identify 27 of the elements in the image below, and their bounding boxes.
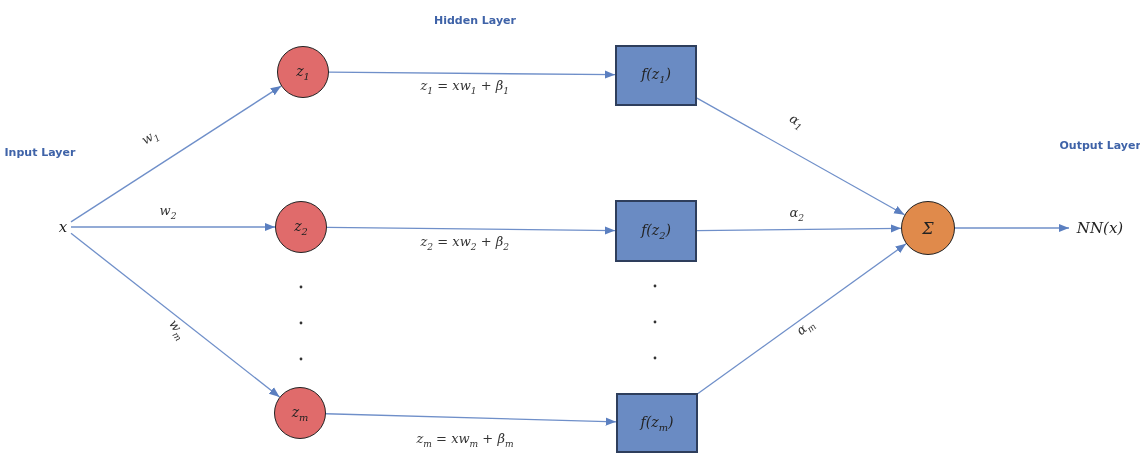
arrow: [70, 222, 276, 232]
arrow: [954, 223, 1070, 233]
layer-title: Output Layer: [1059, 138, 1140, 152]
layer-title: Hidden Layer: [434, 13, 516, 27]
edge-label: w$_{2}$: [158, 203, 178, 221]
neuron-circle: Σ: [901, 201, 955, 255]
activation-box: f(z$_{2}$): [615, 200, 697, 262]
arrow: [325, 413, 617, 426]
math-label: NN(x): [1069, 217, 1131, 239]
arrow: [696, 224, 902, 233]
edge-label: z$_{1}$ = xw$_{1}$ + β$_{1}$: [419, 78, 511, 96]
edge-label: z$_{2}$ = xw$_{2}$ + β$_{2}$: [419, 234, 511, 252]
arrow: [326, 226, 616, 235]
neuron-circle: z$_{2}$: [275, 201, 327, 253]
arrow: [328, 70, 616, 79]
arrow: [70, 85, 282, 223]
activation-box: f(z$_{m}$): [616, 393, 698, 453]
neuron-circle: z$_{1}$: [277, 46, 329, 98]
math-label: x: [55, 216, 71, 238]
layer-title: Input Layer: [4, 145, 76, 159]
arrow: [697, 243, 907, 395]
neuron-circle: z$_{m}$: [274, 387, 326, 439]
activation-box: f(z$_{1}$): [615, 44, 697, 106]
arrow: [70, 232, 281, 398]
edge-label: α$_{2}$: [788, 205, 806, 223]
edge-label: z$_{m}$ = xw$_{m}$ + β$_{m}$: [415, 431, 515, 449]
arrow: [696, 97, 906, 216]
